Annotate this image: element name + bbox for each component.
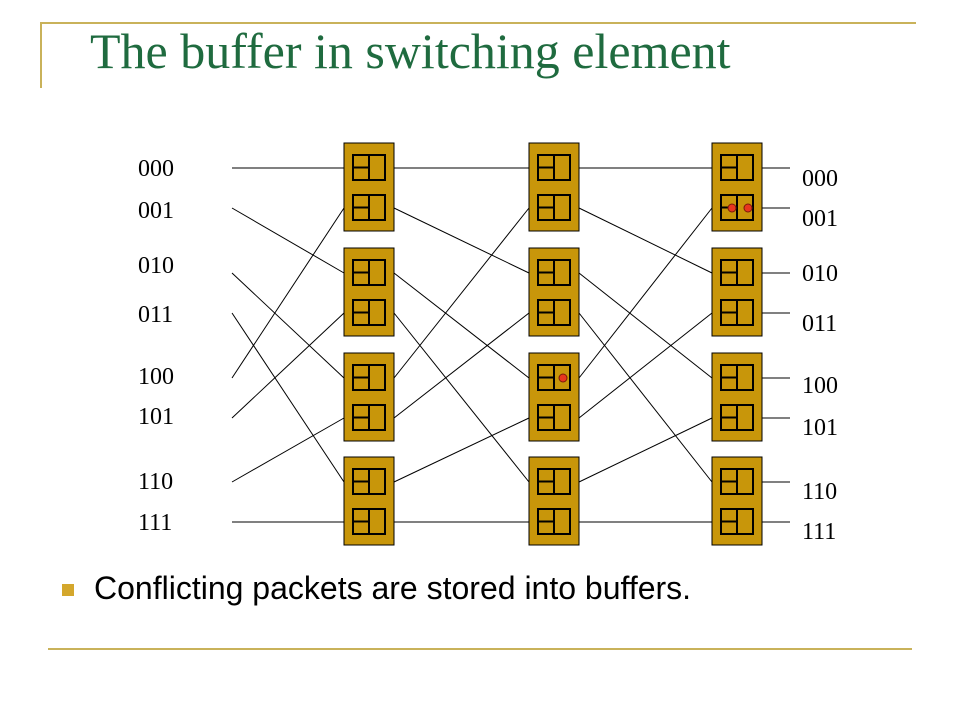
stage-wire [578,207,713,274]
output-port-label: 110 [802,479,837,505]
packet-dot [727,203,737,213]
stage-wire [393,272,530,379]
switch-element [711,456,763,546]
bullet-text: Conflicting packets are stored into buff… [94,570,692,606]
switch-element [528,456,580,546]
output-port-label: 100 [802,373,838,399]
input-port-label: 101 [138,404,174,430]
switch-element [343,142,395,232]
top-rule [40,22,916,24]
packet-dot [743,203,753,213]
output-port-label: 010 [802,261,838,287]
switch-element [528,352,580,442]
stage-wire [393,207,530,379]
switch-element [711,352,763,442]
input-port-label: 000 [138,156,174,182]
stage-wire [578,207,713,379]
interconnect-wires [231,167,790,523]
slide-title: The buffer in switching element [90,23,731,79]
switch-element [343,352,395,442]
stage-wire [578,312,713,483]
stage-wire [393,417,530,483]
switch-element [343,456,395,546]
input-port-label: 011 [138,302,173,328]
bullet-marker [62,584,74,596]
port-labels: 000 001 010 011 100 101 110 111 000 001 010 011 100 1… [138,156,838,545]
stage-wire [393,312,530,483]
input-port-label: 110 [138,469,173,495]
input-wire [231,417,345,483]
stage-wire [393,312,530,419]
stage-wire [578,272,713,379]
switch-elements [343,142,763,546]
input-port-label: 001 [138,198,174,224]
packet-dot [558,373,568,383]
input-port-label: 111 [138,510,172,536]
stage-wire [393,207,530,274]
input-wire [231,207,345,379]
switch-element [528,247,580,337]
input-port-label: 010 [138,253,174,279]
bottom-rule [48,648,912,650]
input-port-label: 100 [138,364,174,390]
buffered-packets [558,203,753,383]
switch-element [711,142,763,232]
input-wire [231,207,345,274]
output-port-label: 001 [802,206,838,232]
stage-wire [578,312,713,419]
output-port-label: 111 [802,519,836,545]
left-rule [40,22,42,88]
input-wire [231,312,345,483]
stage-wire [578,417,713,483]
switch-element [528,142,580,232]
output-port-label: 011 [802,311,837,337]
switch-element [343,247,395,337]
output-port-label: 000 [802,166,838,192]
output-port-label: 101 [802,415,838,441]
switch-element [711,247,763,337]
input-wire [231,272,345,379]
input-wire [231,312,345,419]
